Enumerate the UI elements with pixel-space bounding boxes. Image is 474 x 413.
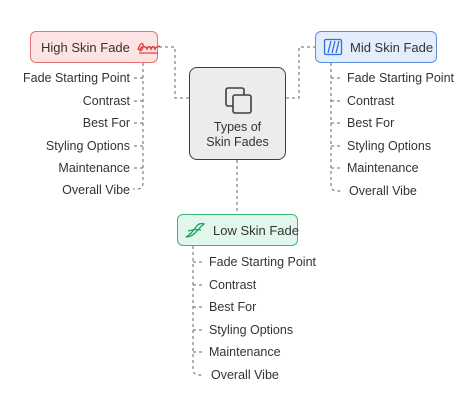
center-node: Types of Skin Fades — [189, 67, 286, 160]
signature-icon — [137, 42, 161, 54]
swoosh-icon — [185, 222, 206, 238]
mid-item: Contrast — [347, 94, 395, 108]
high-item: Fade Starting Point — [22, 71, 130, 85]
mid-item: Maintenance — [347, 161, 419, 175]
copy-squares-icon — [224, 86, 252, 114]
center-label-line-2: Skin Fades — [206, 134, 269, 149]
low-item: Best For — [209, 300, 257, 314]
high-skin-fade-title: High Skin Fade — [41, 39, 130, 55]
low-item: Maintenance — [209, 345, 281, 359]
mid-item: Fade Starting Point — [347, 71, 455, 85]
mid-item: Styling Options — [347, 139, 432, 153]
low-skin-fade-node: Low Skin Fade — [177, 214, 299, 246]
mid-skin-fade-title: Mid Skin Fade — [350, 39, 434, 55]
center-label-line-1: Types of — [213, 119, 262, 134]
high-item: Overall Vibe — [62, 183, 130, 197]
low-item: Styling Options — [209, 323, 294, 337]
high-item: Styling Options — [45, 139, 130, 153]
low-item: Contrast — [209, 278, 257, 292]
low-item: Overall Vibe — [211, 368, 279, 382]
high-item: Best For — [82, 116, 130, 130]
mid-skin-fade-node: Mid Skin Fade — [315, 31, 437, 63]
low-skin-fade-title: Low Skin Fade — [213, 222, 299, 238]
high-skin-fade-node: High Skin Fade — [30, 31, 161, 63]
low-item: Fade Starting Point — [209, 255, 317, 269]
mid-item: Best For — [347, 116, 395, 130]
hatched-stripes-icon — [323, 38, 343, 56]
high-item: Maintenance — [58, 161, 130, 175]
mid-item: Overall Vibe — [349, 184, 417, 198]
high-item: Contrast — [82, 94, 130, 108]
